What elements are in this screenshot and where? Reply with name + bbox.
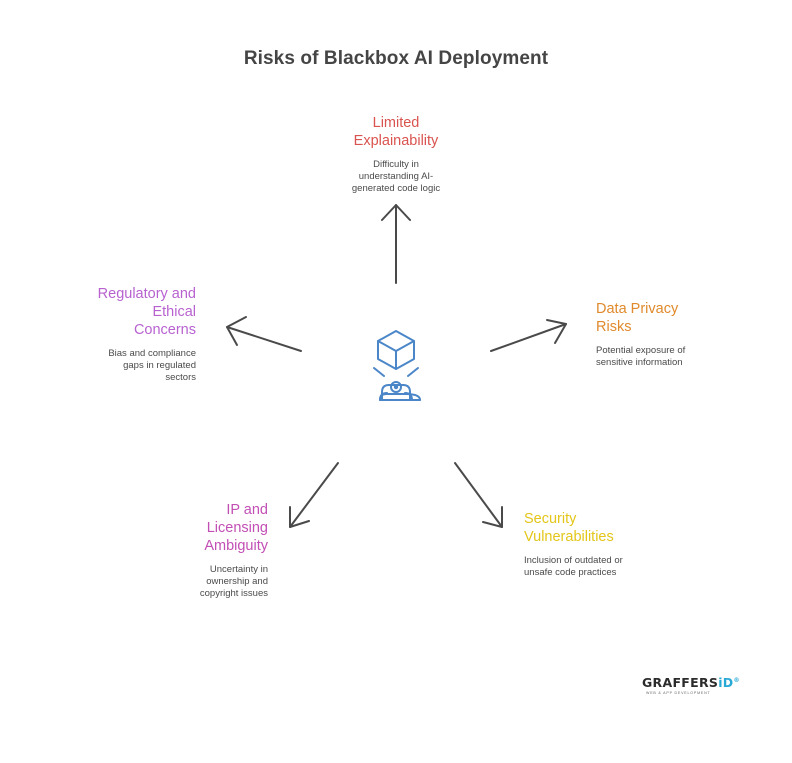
graffersid-logo: GRAFFERSiD® WEB & APP DEVELOPMENT [642,675,740,701]
node-title: Data Privacy Risks [596,301,679,335]
node-security-vulnerabilities: Security Vulnerabilities Inclusion of ou… [524,510,654,579]
logo-name: GRAFFERS [642,675,719,690]
arrow-to-left [226,316,302,352]
node-title: IP and Licensing Ambiguity [204,502,268,554]
node-description: Bias and compliance gaps in regulated se… [108,348,196,383]
node-description: Potential exposure of sensitive informat… [596,345,686,368]
diagram-title: Risks of Blackbox AI Deployment [243,48,549,69]
node-title: Regulatory and Ethical Concerns [97,286,196,338]
logo-trademark: ® [733,676,740,684]
logo-id: iD [718,675,734,690]
node-limited-explainability: Limited Explainability Difficulty in und… [316,114,476,195]
node-data-privacy-risks: Data Privacy Risks Potential exposure of… [596,300,716,369]
node-title: Security Vulnerabilities [524,511,614,545]
arrow-to-right [490,319,567,352]
node-description: Uncertainty in ownership and copyright i… [199,564,268,599]
node-title: Limited Explainability [353,115,439,149]
node-ip-licensing-ambiguity: IP and Licensing Ambiguity Uncertainty i… [108,501,268,600]
node-description: Difficulty in understanding AI-generated… [351,159,441,194]
logo-tagline: WEB & APP DEVELOPMENT [646,691,711,695]
arrow-to-bottom-right [454,462,503,528]
logo-wordmark: GRAFFERSiD® [642,675,740,690]
node-description: Inclusion of outdated or unsafe code pra… [524,555,623,578]
node-regulatory-ethical-concerns: Regulatory and Ethical Concerns Bias and… [36,285,196,384]
blackbox-ai-robot-icon [373,330,421,401]
arrow-to-bottom-left [289,462,339,528]
arrow-to-top [381,204,411,284]
